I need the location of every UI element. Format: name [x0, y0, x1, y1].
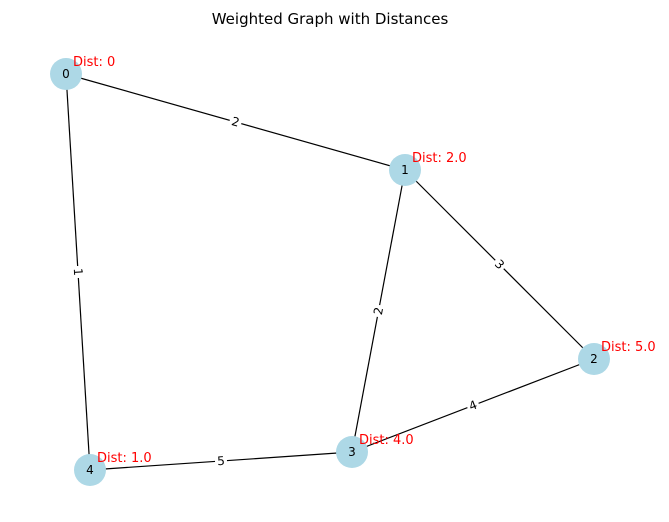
edge-weight-background [464, 395, 482, 416]
edge-weight-background [369, 303, 388, 319]
edge-weight-background [69, 265, 87, 279]
edge-weight-background [214, 452, 228, 470]
edge-weight-label-2-3: 4 [464, 395, 482, 416]
node-distance-label: Dist: 1.0 [97, 451, 152, 466]
edge-weight-label-3-4: 5 [214, 452, 228, 470]
graph-title: Weighted Graph with Distances [212, 10, 449, 28]
edge-weight-text: 1 [71, 268, 85, 276]
edge-weight-label-0-1: 2 [227, 112, 244, 132]
edge-weight-background [227, 112, 244, 132]
node-label: 4 [86, 463, 94, 477]
node-label: 2 [590, 352, 598, 366]
node-circle [336, 436, 368, 468]
node-distance-label: Dist: 2.0 [412, 151, 467, 166]
node-distance-label: Dist: 4.0 [359, 433, 414, 448]
edge-weight-background [489, 254, 510, 275]
node-label: 0 [62, 67, 70, 81]
node-circle [74, 454, 106, 486]
edge-weight-label-1-3: 2 [369, 303, 388, 319]
edge-weight-text: 2 [371, 306, 386, 316]
node-circle [389, 154, 421, 186]
node-circle [578, 343, 610, 375]
edge-weight-text: 2 [230, 114, 241, 130]
node-label: 1 [401, 163, 409, 177]
edges-layer: 2 1 3 2 4 5 [65, 73, 595, 471]
node-distance-label: Dist: 5.0 [601, 340, 656, 355]
node-distance-label: Dist: 0 [73, 55, 115, 70]
edge-weight-text: 5 [217, 454, 226, 468]
edge-weight-label-1-2: 3 [489, 254, 510, 275]
node-circle [50, 58, 82, 90]
edge-weight-label-0-4: 1 [69, 265, 87, 279]
node-label: 3 [348, 445, 356, 459]
